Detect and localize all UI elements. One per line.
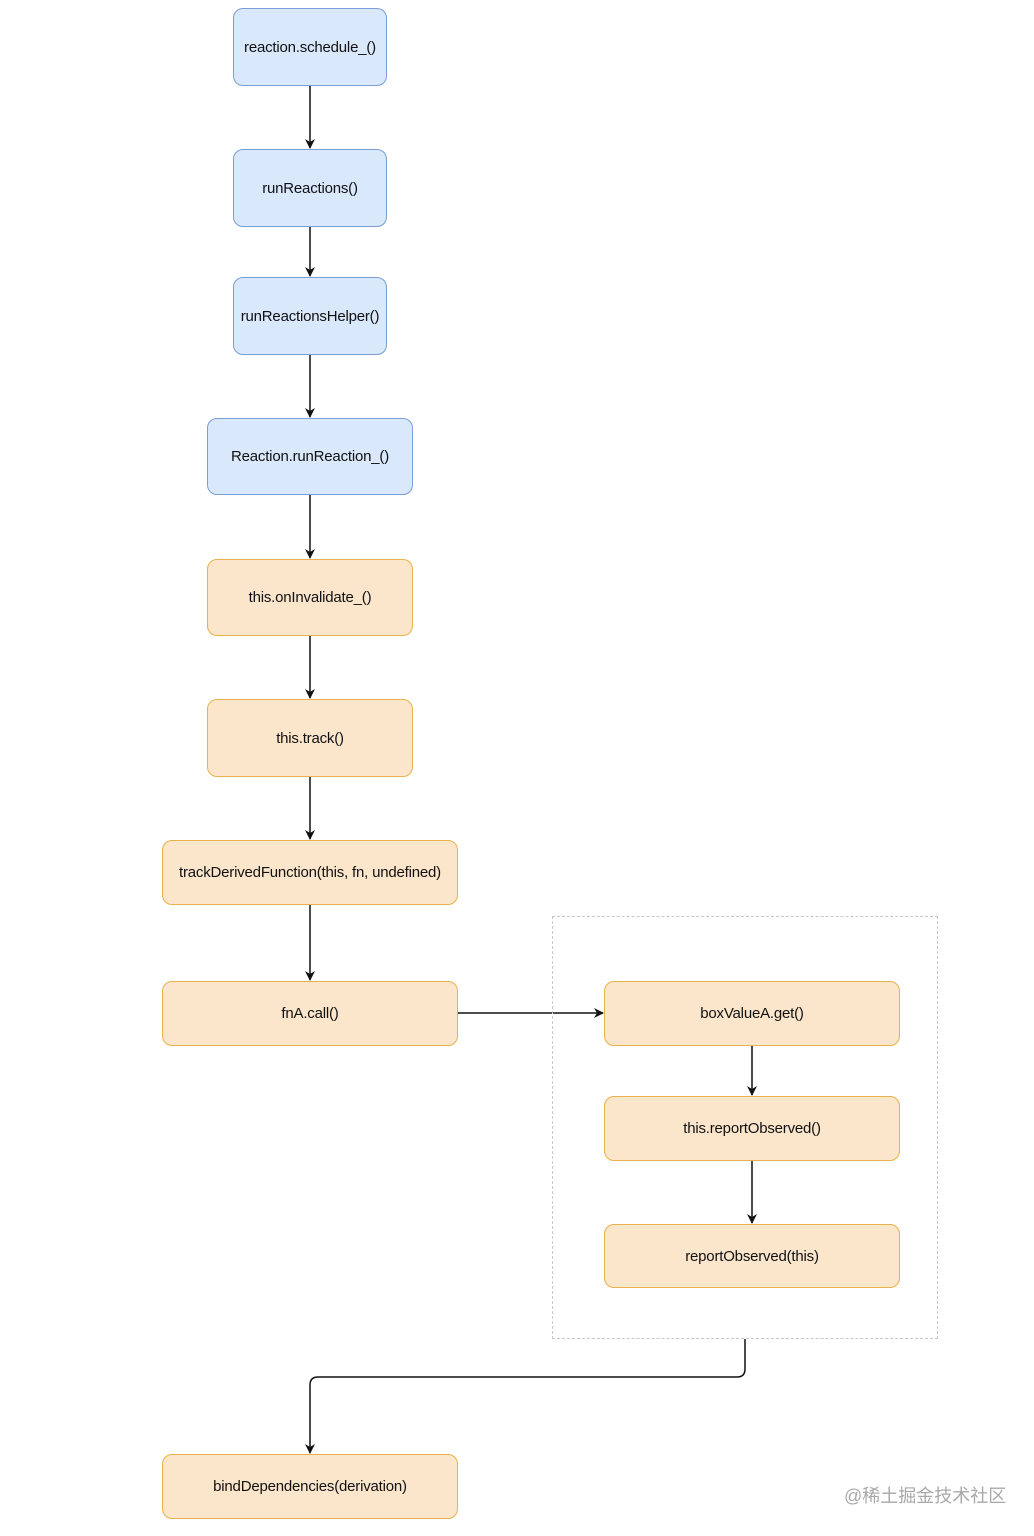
node-fna-call[interactable]: fnA.call(): [162, 981, 458, 1046]
node-report-observed-this[interactable]: reportObserved(this): [604, 1224, 900, 1288]
node-this-track[interactable]: this.track(): [207, 699, 413, 777]
node-box-value-get[interactable]: boxValueA.get(): [604, 981, 900, 1046]
node-this-report-observed[interactable]: this.reportObserved(): [604, 1096, 900, 1161]
node-run-reactions[interactable]: runReactions(): [233, 149, 387, 227]
edge-group-n12: [305, 1339, 746, 1454]
watermark-text: @稀土掘金技术社区: [844, 1486, 1007, 1506]
node-track-derived-function[interactable]: trackDerivedFunction(this, fn, undefined…: [162, 840, 458, 905]
node-run-reactions-helper[interactable]: runReactionsHelper(): [233, 277, 387, 355]
node-bind-dependencies[interactable]: bindDependencies(derivation): [162, 1454, 458, 1519]
node-reaction-schedule[interactable]: reaction.schedule_(): [233, 8, 387, 86]
observed-get-group: [552, 916, 938, 1339]
node-reaction-run-reaction[interactable]: Reaction.runReaction_(): [207, 418, 413, 495]
node-on-invalidate[interactable]: this.onInvalidate_(): [207, 559, 413, 636]
